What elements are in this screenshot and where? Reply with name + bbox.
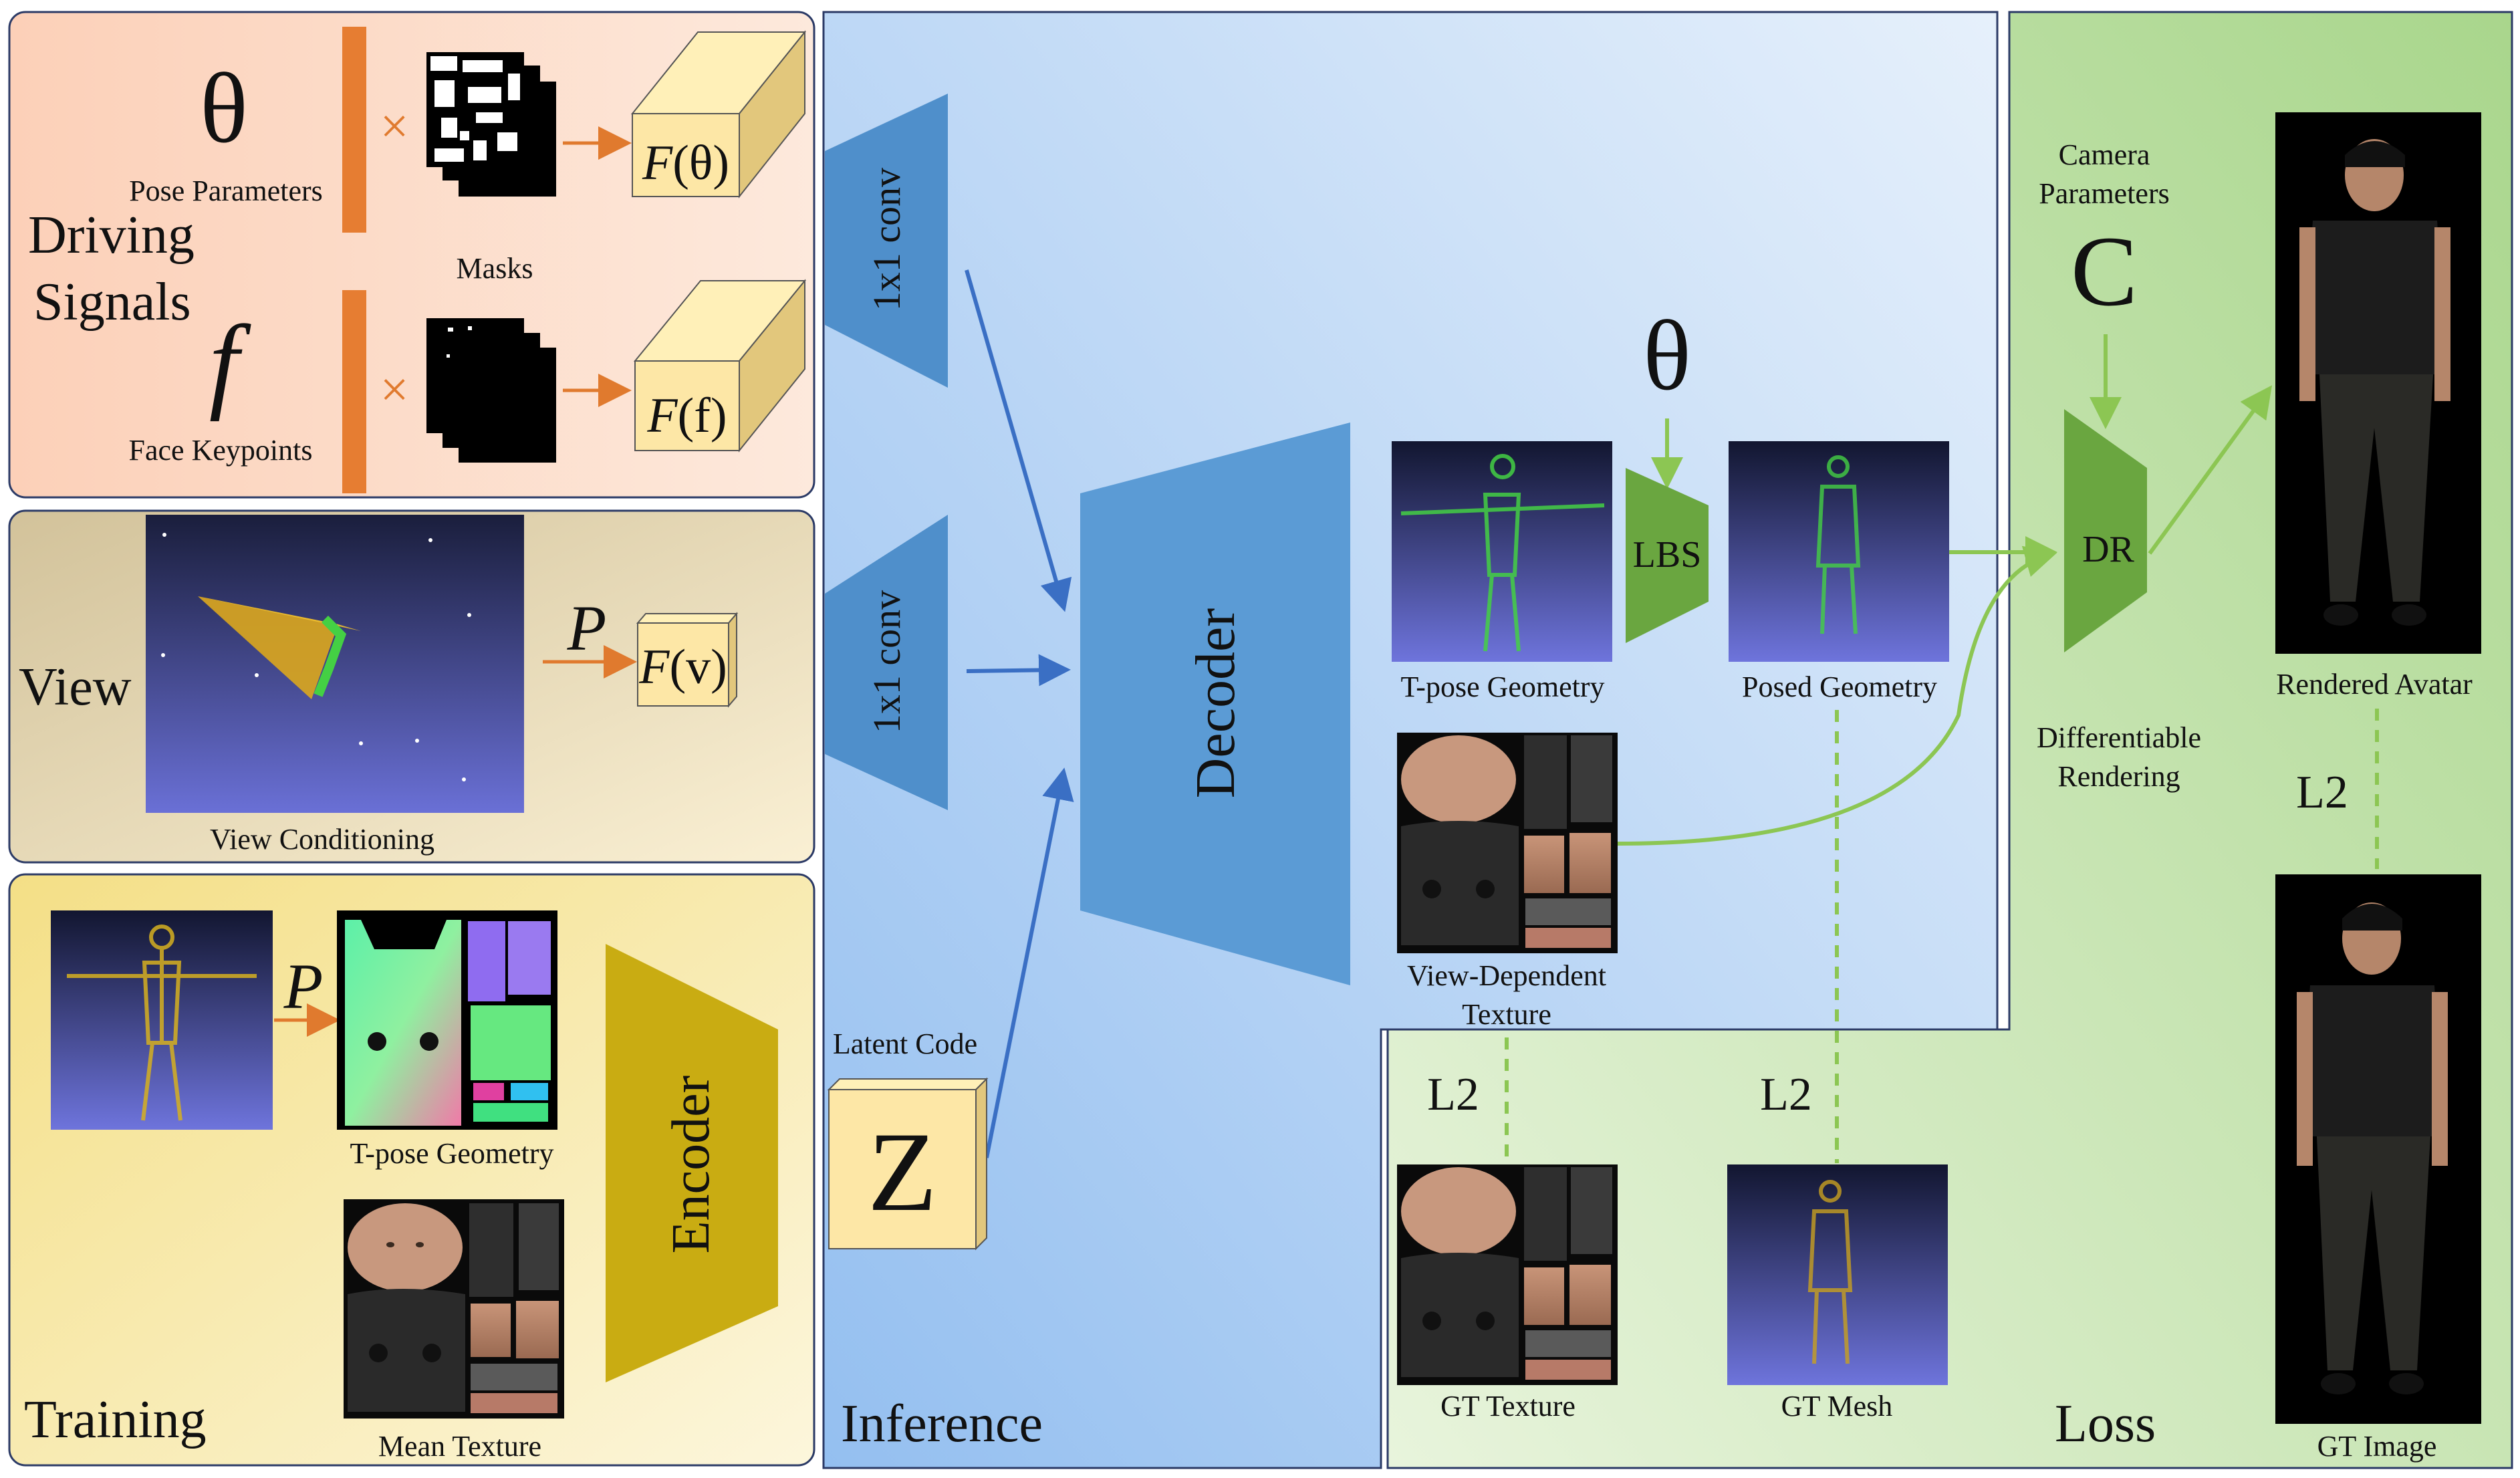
inference-theta-symbol: θ xyxy=(1643,300,1691,411)
svg-text:Z: Z xyxy=(868,1109,937,1235)
svg-text:F(v): F(v) xyxy=(638,640,727,695)
gt-texture-image xyxy=(1397,1164,1618,1385)
inference-tpose-label: T-pose Geometry xyxy=(1400,670,1604,703)
l2-texture-label: L2 xyxy=(1427,1069,1479,1120)
view-conditioning-label: View Conditioning xyxy=(210,823,434,856)
driving-signals-title-2: Signals xyxy=(33,273,191,332)
view-p-symbol: P xyxy=(567,592,607,664)
l2-mesh-label: L2 xyxy=(1760,1069,1812,1120)
encoder-label: Encoder xyxy=(662,1076,721,1254)
loss-panel xyxy=(1386,11,2513,1469)
pose-parameters-label: Pose Parameters xyxy=(129,174,323,207)
conv-block-top xyxy=(825,94,948,388)
pose-masks-stack xyxy=(426,52,556,197)
arrow-dr-to-rendered xyxy=(2148,385,2273,555)
arrow-conv-top-to-decoder xyxy=(965,269,1072,612)
masks-label: Masks xyxy=(457,252,533,285)
lbs-block xyxy=(1626,468,1709,643)
multiply-pose: × xyxy=(380,98,409,154)
view-title: View xyxy=(19,658,132,717)
l2-image-label: L2 xyxy=(2296,767,2348,818)
arrow-conv-bottom-to-decoder xyxy=(966,654,1071,687)
conv-bottom-label: 1x1 conv xyxy=(865,590,908,733)
loss-title: Loss xyxy=(2055,1394,2156,1453)
gt-texture-label: GT Texture xyxy=(1440,1390,1576,1423)
face-masks-stack xyxy=(426,318,556,463)
training-tpose-mesh-image xyxy=(51,910,273,1130)
mean-texture-label: Mean Texture xyxy=(378,1430,541,1463)
gt-mesh-label: GT Mesh xyxy=(1781,1390,1893,1423)
posed-geometry-image xyxy=(1729,441,1949,662)
latent-z-cube: Z xyxy=(827,1077,989,1251)
decoder-block xyxy=(1080,422,1350,985)
camera-label-2: Parameters xyxy=(2039,177,2169,210)
view-dependent-texture-image xyxy=(1397,733,1618,953)
camera-label-1: Camera xyxy=(2059,138,2150,171)
rendered-avatar-label: Rendered Avatar xyxy=(2276,668,2473,701)
svg-text:F(θ): F(θ) xyxy=(642,136,729,191)
latent-code-label: Latent Code xyxy=(833,1027,977,1060)
texture-label-2: Texture xyxy=(1462,998,1551,1031)
training-title: Training xyxy=(24,1390,207,1449)
dr-caption-1: Differentiable xyxy=(2037,721,2201,754)
encoder-block xyxy=(606,944,778,1382)
arrow-z-to-decoder xyxy=(985,767,1074,1158)
face-keypoints-label: Face Keypoints xyxy=(129,434,313,467)
arrow-texture-to-dr xyxy=(1617,545,2057,846)
inference-title: Inference xyxy=(841,1394,1043,1453)
multiply-face: × xyxy=(380,362,409,418)
feature-cube-theta: F(θ) xyxy=(630,30,807,199)
dr-block xyxy=(2064,409,2147,652)
pose-vector-bar xyxy=(342,27,366,233)
gt-mesh-image xyxy=(1727,1164,1948,1385)
theta-symbol: θ xyxy=(200,53,248,164)
conv-block-bottom xyxy=(825,515,948,810)
driving-signals-title-1: Driving xyxy=(28,206,195,265)
face-vector-bar xyxy=(342,290,366,493)
inference-tpose-mesh-image xyxy=(1392,441,1612,662)
conv-top-label: 1x1 conv xyxy=(865,168,908,311)
feature-cube-f: F(f) xyxy=(633,279,807,453)
rendered-avatar-image xyxy=(2275,112,2481,654)
lbs-label: LBS xyxy=(1633,534,1702,576)
mean-texture-image xyxy=(344,1199,564,1419)
dr-label: DR xyxy=(2082,529,2134,570)
dr-caption-2: Rendering xyxy=(2057,760,2180,793)
feature-cube-v: F(v) xyxy=(636,612,739,708)
gt-image xyxy=(2275,874,2481,1424)
gt-image-label: GT Image xyxy=(2317,1430,2437,1463)
view-conditioning-image xyxy=(146,515,524,813)
training-tpose-label: T-pose Geometry xyxy=(350,1137,553,1170)
texture-label-1: View-Dependent xyxy=(1407,959,1606,992)
camera-c-symbol: C xyxy=(2071,216,2138,327)
posed-geometry-label: Posed Geometry xyxy=(1742,670,1937,703)
training-p-symbol: P xyxy=(283,951,324,1022)
training-uv-geometry-image xyxy=(337,910,557,1130)
decoder-label: Decoder xyxy=(1184,608,1247,799)
svg-text:F(f): F(f) xyxy=(646,388,727,443)
